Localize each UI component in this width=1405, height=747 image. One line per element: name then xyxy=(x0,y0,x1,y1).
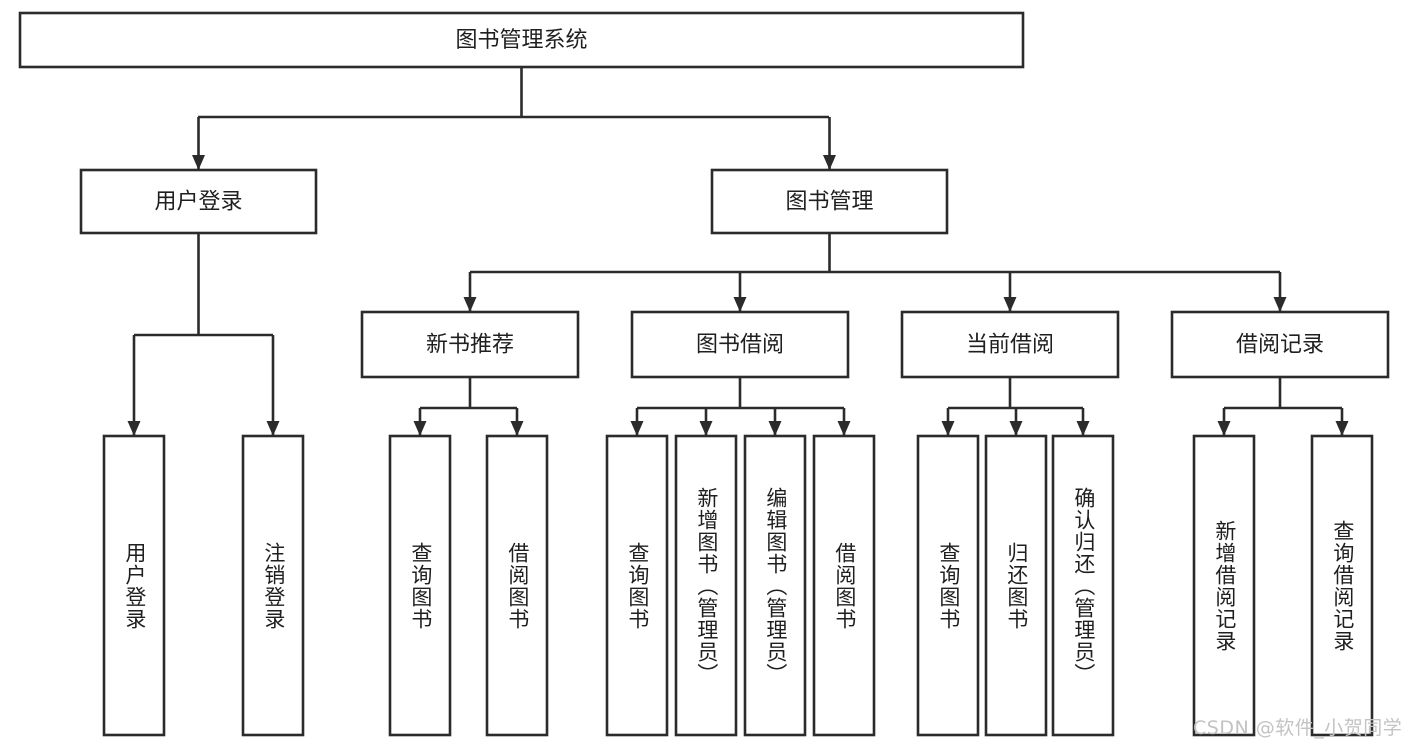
boxes-layer xyxy=(18,11,1390,737)
arrow-head-icon xyxy=(1076,421,1090,436)
arrow-head-icon xyxy=(1273,297,1287,312)
node-leaf-1 xyxy=(241,434,305,737)
arrow-head-icon xyxy=(1217,421,1231,436)
node-leaf-0 xyxy=(102,434,166,737)
node-leaf-12 xyxy=(1310,434,1374,737)
arrow-head-icon xyxy=(733,297,747,312)
node-leaf-7 xyxy=(812,434,876,737)
arrow-head-icon xyxy=(768,421,782,436)
node-leaf-11 xyxy=(1192,434,1256,737)
arrow-head-icon xyxy=(266,421,280,436)
arrow-head-icon xyxy=(837,421,851,436)
node-leaf-6 xyxy=(743,434,807,737)
node-level3-1 xyxy=(630,310,850,379)
node-level3-0 xyxy=(360,310,580,379)
arrow-head-icon xyxy=(1335,421,1349,436)
node-level2-label-0: 用户登录 xyxy=(154,190,242,215)
node-leaf-4 xyxy=(605,434,669,737)
node-leaf-9 xyxy=(984,434,1048,737)
edges-layer xyxy=(127,67,1349,436)
node-level2-1 xyxy=(710,168,949,235)
arrow-head-icon xyxy=(413,421,427,436)
arrow-head-icon xyxy=(823,155,836,170)
node-level3-3 xyxy=(1170,310,1390,379)
node-level2-0 xyxy=(79,168,318,235)
watermark-text: CSDN @软件_小贺同学 xyxy=(1193,717,1403,739)
arrow-head-icon xyxy=(699,421,713,436)
node-leaf-5 xyxy=(674,434,738,737)
arrow-head-icon xyxy=(510,421,524,436)
arrow-head-icon xyxy=(1009,421,1023,436)
node-leaf-10 xyxy=(1051,434,1115,737)
arrow-head-icon xyxy=(1003,297,1017,312)
node-level3-label-1: 图书借阅 xyxy=(696,333,784,358)
arrow-head-icon xyxy=(192,155,205,170)
node-leaf-3 xyxy=(485,434,549,737)
node-level3-2 xyxy=(900,310,1120,379)
node-leaf-2 xyxy=(388,434,452,737)
node-level2-label-1: 图书管理 xyxy=(785,190,873,215)
node-level3-label-0: 新书推荐 xyxy=(426,333,514,358)
arrow-head-icon xyxy=(463,297,477,312)
arrow-head-icon xyxy=(630,421,644,436)
arrow-head-icon xyxy=(127,421,141,436)
node-level3-label-2: 当前借阅 xyxy=(966,333,1054,358)
node-leaf-8 xyxy=(916,434,980,737)
node-root xyxy=(18,11,1025,69)
node-level3-label-3: 借阅记录 xyxy=(1236,333,1324,358)
node-root-label: 图书管理系统 xyxy=(455,28,587,53)
arrow-head-icon xyxy=(941,421,955,436)
